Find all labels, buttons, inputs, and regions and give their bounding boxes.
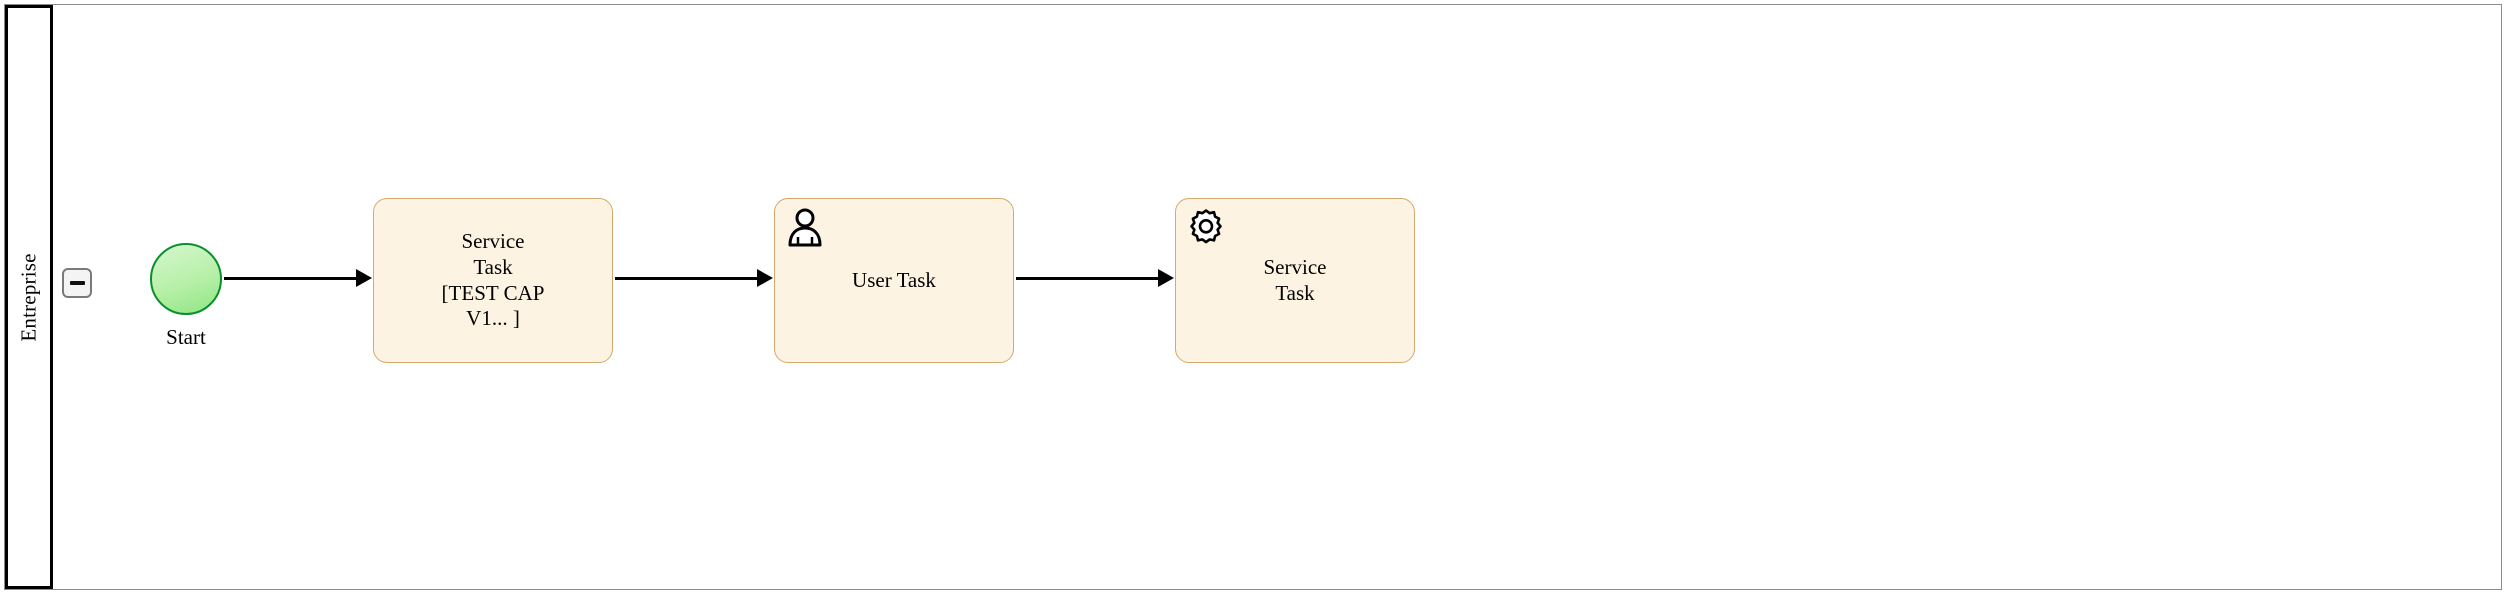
sequence-flow-service-task-1-to-user-task bbox=[615, 277, 759, 280]
service-task-1-node[interactable]: Service Task [TEST CAP V1... ] bbox=[373, 198, 613, 363]
gear-icon bbox=[1190, 209, 1222, 244]
collapse-toggle-button[interactable] bbox=[62, 268, 92, 298]
pool-label: Entreprise bbox=[16, 252, 41, 342]
minus-icon bbox=[69, 281, 85, 285]
user-task-label: User Task bbox=[852, 267, 936, 292]
service-task-2-node[interactable]: Service Task bbox=[1175, 198, 1415, 363]
arrowhead-icon bbox=[757, 269, 773, 287]
service-task-2-label: Service Task bbox=[1263, 254, 1327, 305]
arrowhead-icon bbox=[1158, 269, 1174, 287]
arrowhead-icon bbox=[356, 269, 372, 287]
service-task-1-label: Service Task [TEST CAP V1... ] bbox=[441, 229, 545, 331]
sequence-flow-user-task-to-service-task-2 bbox=[1016, 277, 1160, 280]
user-icon bbox=[788, 208, 822, 247]
start-event-label: Start bbox=[166, 325, 206, 349]
pool-header: Entreprise bbox=[5, 5, 53, 589]
user-task-node[interactable]: User Task bbox=[774, 198, 1014, 363]
sequence-flow-start-to-service-task-1 bbox=[224, 277, 358, 280]
start-event-node[interactable] bbox=[150, 243, 222, 315]
